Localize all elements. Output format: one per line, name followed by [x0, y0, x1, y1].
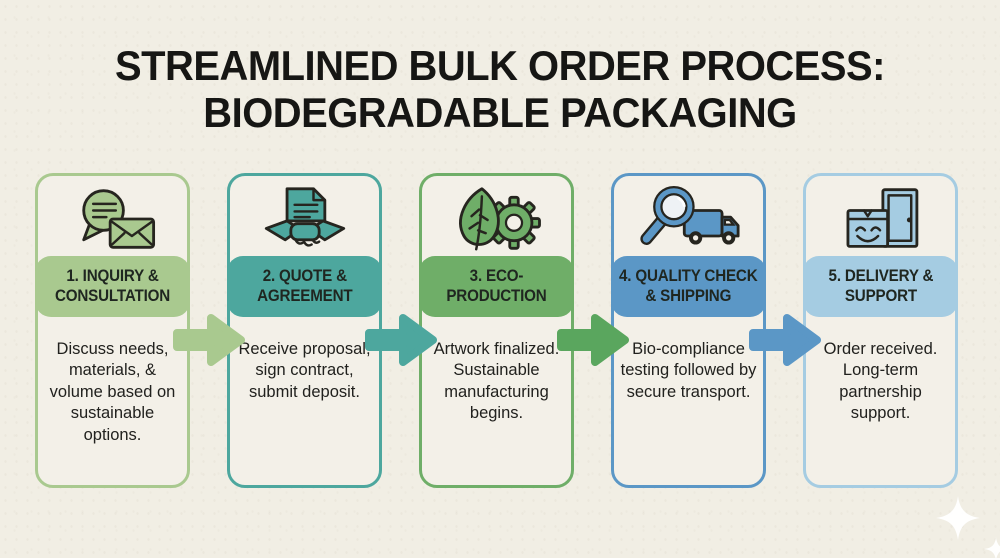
- box-door-icon: [846, 188, 918, 248]
- page-title: STREAMLINED BULK ORDER PROCESS: BIODEGRA…: [25, 42, 975, 136]
- flow-arrow-icon: [365, 314, 437, 366]
- step-heading: 2. QUOTE & AGREEMENT: [256, 267, 353, 305]
- step-description: Artwork finalized. Sustainable manufactu…: [433, 340, 560, 423]
- step-description: Receive proposal, sign contract, submit …: [238, 340, 371, 401]
- flow-arrow-icon: [749, 314, 821, 366]
- step-heading: 1. INQUIRY & CONSULTATION: [55, 267, 170, 305]
- step-heading: 5. DELIVERY & SUPPORT: [828, 267, 933, 305]
- step-card-5: 5. DELIVERY & SUPPORT Order received. Lo…: [803, 173, 958, 488]
- sparkle-icon: [936, 496, 980, 540]
- step-description: Discuss needs, materials, & volume based…: [49, 340, 176, 444]
- step-5-icon-area: [829, 176, 933, 256]
- step-heading: 4. QUALITY CHECK & SHIPPING: [619, 267, 758, 305]
- leaf-gear-icon: [458, 187, 541, 251]
- contract-handshake-icon: [264, 187, 345, 247]
- flow-arrow-icon: [173, 314, 245, 366]
- step-card-2: 2. QUOTE & AGREEMENT Receive proposal, s…: [227, 173, 382, 488]
- step-3-heading-banner: 3. ECO- PRODUCTION: [419, 256, 574, 317]
- page-title-line-1: STREAMLINED BULK ORDER PROCESS:: [114, 42, 886, 89]
- step-5-heading-banner: 5. DELIVERY & SUPPORT: [803, 256, 958, 317]
- chat-envelope-icon: [81, 189, 155, 249]
- magnifier-truck-icon: [639, 185, 740, 245]
- step-1-heading-banner: 1. INQUIRY & CONSULTATION: [35, 256, 190, 317]
- step-description: Order received. Long-term partnership su…: [823, 340, 938, 423]
- step-2-heading-banner: 2. QUOTE & AGREEMENT: [227, 256, 382, 317]
- step-4-icon-area: [637, 176, 741, 256]
- page-title-line-2: BIODEGRADABLE PACKAGING: [203, 89, 797, 137]
- step-1-icon-area: [61, 176, 165, 256]
- flow-arrow-icon: [557, 314, 629, 366]
- step-2-icon-area: [253, 176, 357, 256]
- step-card-3: 3. ECO- PRODUCTION Artwork finalized. Su…: [419, 173, 574, 488]
- step-4-heading-banner: 4. QUALITY CHECK & SHIPPING: [611, 256, 766, 317]
- step-card-1: 1. INQUIRY & CONSULTATION Discuss needs,…: [35, 173, 190, 488]
- step-card-4: 4. QUALITY CHECK & SHIPPING Bio-complian…: [611, 173, 766, 488]
- step-description: Bio-compliance testing followed by secur…: [620, 340, 757, 401]
- step-heading: 3. ECO- PRODUCTION: [446, 267, 547, 305]
- sparkle-icon: [984, 537, 1000, 558]
- step-3-icon-area: [445, 176, 549, 256]
